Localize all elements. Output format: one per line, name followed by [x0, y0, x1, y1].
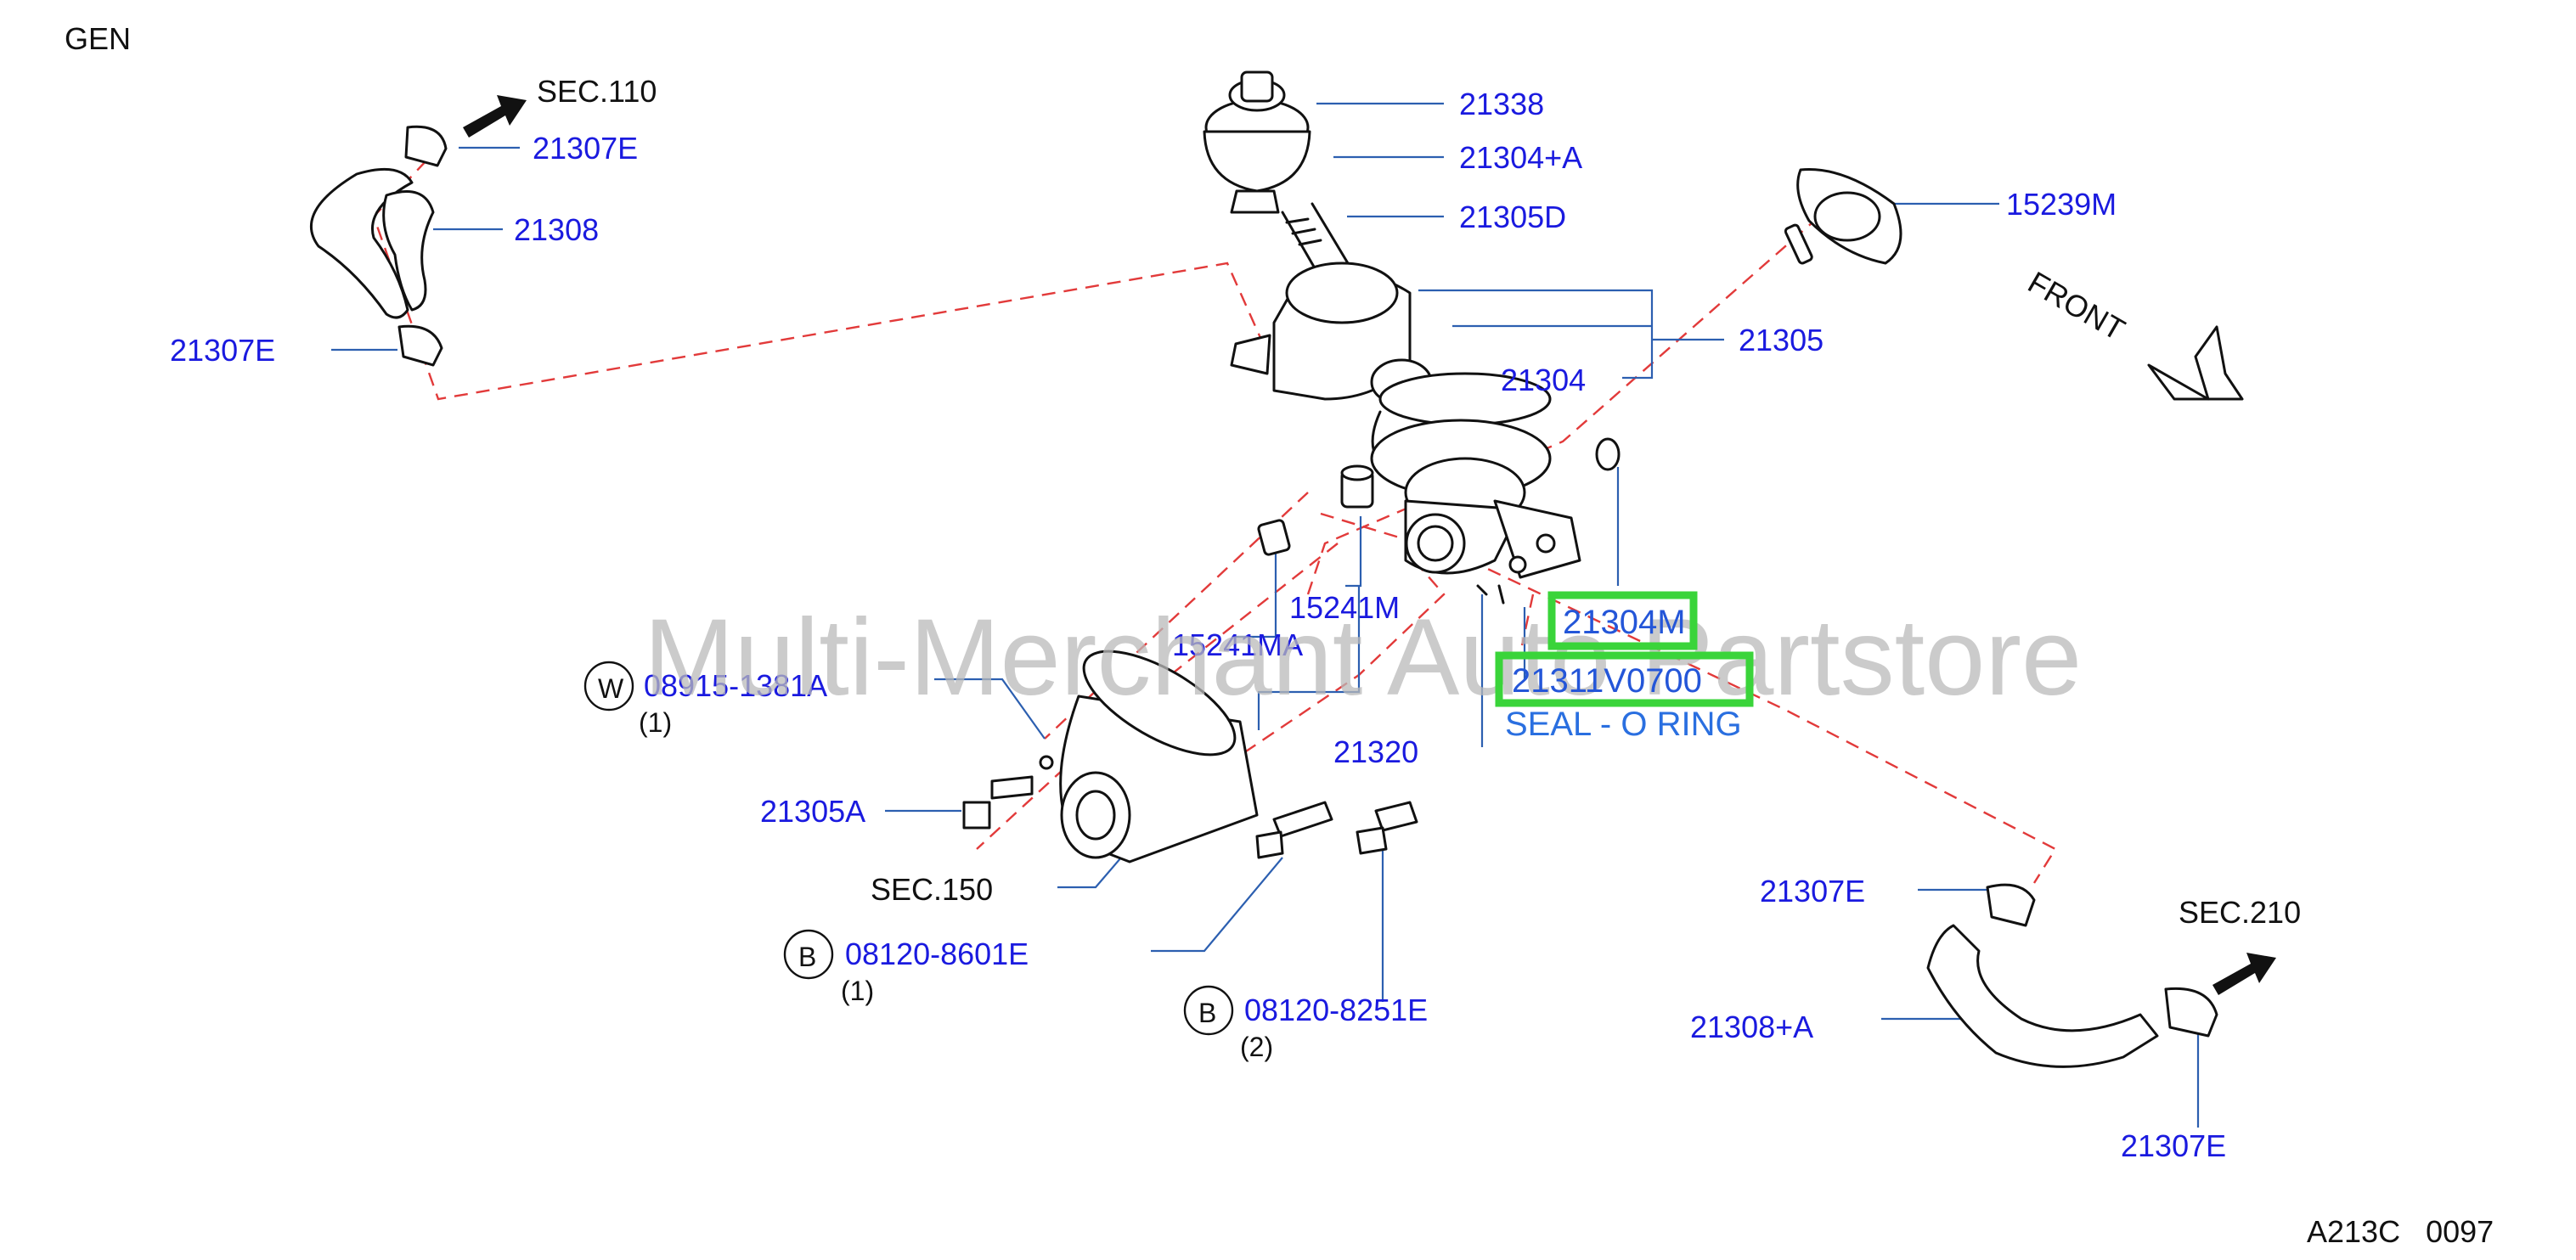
part-21311v0700[interactable]: 21311V0700 [1512, 662, 1702, 700]
valve-body-drawing [1230, 262, 1581, 605]
hose-top-left-drawing [310, 125, 448, 367]
part-21308: 21308 [514, 212, 599, 247]
part-21338: 21338 [1459, 87, 1544, 121]
part-15241m: 15241M [1289, 590, 1400, 625]
part-21305d: 21305D [1459, 200, 1566, 234]
fastener-symbols [583, 661, 1234, 1036]
part-15239m: 15239M [2006, 187, 2117, 222]
egr-actuator-drawing [1203, 70, 1378, 324]
small-fittings-drawing [1257, 464, 1374, 556]
watermark: Multi-Merchant Auto Partstore [644, 597, 2082, 718]
fastener-w-symbol: W [598, 673, 624, 704]
part-21304: 21304 [1501, 363, 1586, 397]
fastener-08120-8601e: 08120-8601E [845, 937, 1029, 971]
part-21307e-left: 21307E [170, 333, 275, 368]
part-21304m[interactable]: 21304M [1563, 604, 1686, 641]
part-21308a: 21308+A [1690, 1010, 1813, 1044]
part-21307e-top: 21307E [533, 131, 638, 166]
bolts-drawing [962, 755, 1418, 859]
part-21320: 21320 [1333, 734, 1418, 769]
fastener-08915-1381a: 08915-1381A [644, 668, 827, 703]
part-21307e-bottom: 21307E [2121, 1128, 2226, 1163]
sec-110-label: SEC.110 [537, 74, 657, 109]
fastener-08915-qty: (1) [639, 707, 672, 738]
gasket-drawing [1784, 168, 1902, 265]
sec-150-label: SEC.150 [871, 872, 993, 907]
part-description: SEAL - O RING [1505, 706, 1742, 743]
leader-lines [331, 102, 2200, 1128]
direction-arrows [463, 95, 2276, 995]
highlight-box-21311v0700 [1495, 651, 1754, 707]
figure-code: A213C 0097 [2307, 1214, 2494, 1249]
section-code: GEN [65, 21, 131, 56]
fastener-08120-8251e: 08120-8251E [1244, 993, 1428, 1027]
fastener-b1-symbol: B [798, 942, 816, 972]
fastener-8251e-qty: (2) [1240, 1032, 1273, 1062]
part-21305: 21305 [1739, 323, 1823, 357]
oil-filter-drawing [1059, 650, 1259, 863]
part-21304a: 21304+A [1459, 140, 1582, 175]
front-label: FRONT [2022, 264, 2131, 347]
highlight-box-21304m [1547, 591, 1698, 650]
part-21305a: 21305A [760, 794, 865, 829]
o-ring-drawing [1595, 437, 1621, 471]
part-15241ma: 15241MA [1172, 627, 1303, 662]
fastener-8601e-qty: (1) [841, 976, 874, 1006]
hose-bottom-right-drawing [1926, 883, 2218, 1068]
fastener-b2-symbol: B [1198, 998, 1216, 1028]
sec-210-label: SEC.210 [2179, 895, 2301, 930]
part-21307e-right: 21307E [1760, 874, 1865, 908]
